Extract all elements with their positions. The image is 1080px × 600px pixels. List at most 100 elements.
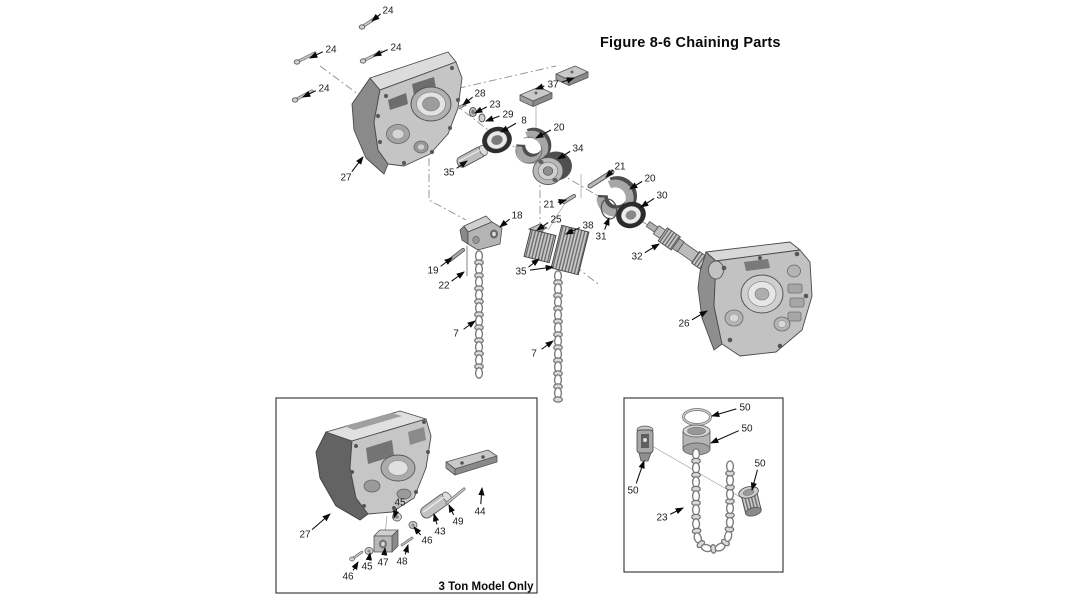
callout-arrow-34 [557, 150, 571, 160]
part-label-44: 44 [474, 506, 486, 517]
part-label-21: 21 [543, 199, 555, 210]
part-label-7: 7 [531, 348, 537, 359]
washer-46-right [408, 521, 418, 529]
callout-arrow-8 [500, 122, 517, 133]
callout-arrow-48 [402, 543, 409, 555]
callout-arrow-24 [373, 49, 388, 57]
chain-link [691, 518, 701, 530]
callout-arrow-37 [535, 83, 545, 90]
part-label-34: 34 [572, 143, 584, 154]
chain-link [725, 460, 735, 473]
callout-arrow-47 [381, 546, 388, 556]
part-label-50: 50 [627, 485, 639, 496]
chain-link [725, 488, 735, 501]
figure-title: Figure 8-6 Chaining Parts [600, 35, 781, 51]
inset-caption: 3 Ton Model Only [439, 581, 535, 593]
part-label-47: 47 [377, 557, 389, 568]
part-label-43: 43 [434, 526, 446, 537]
chain-link [691, 504, 701, 516]
callout-arrow-26 [691, 310, 708, 321]
callout-arrow-50 [750, 469, 758, 492]
callout-arrow-7 [463, 320, 476, 330]
part-label-8: 8 [521, 115, 527, 126]
part-label-18: 18 [511, 210, 523, 221]
screw-46-left [349, 550, 364, 562]
part-label-32: 32 [631, 251, 643, 262]
part-label-46: 46 [342, 571, 354, 582]
part-label-45: 45 [361, 561, 373, 572]
part-label-25: 25 [550, 214, 562, 225]
callout-arrow-28 [462, 96, 473, 106]
chain-link [553, 396, 563, 403]
callout-arrow-25 [536, 222, 549, 231]
part-label-38: 38 [582, 220, 594, 231]
part-label-31: 31 [595, 231, 607, 242]
load-chain-7-right [553, 270, 563, 403]
part-label-19: 19 [427, 265, 439, 276]
stop-bracket-18 [459, 215, 503, 251]
shaft-pin-35 [456, 145, 488, 168]
part-label-28: 28 [474, 88, 486, 99]
chain-guide-38-right [550, 224, 590, 276]
part-label-29: 29 [502, 109, 514, 120]
callout-arrow-50 [635, 460, 645, 484]
chain-link [725, 474, 735, 487]
snap-ring-50 [682, 408, 712, 426]
inset-housing-27 [315, 410, 432, 521]
washer-29 [478, 113, 486, 123]
part-label-30: 30 [656, 190, 668, 201]
chain-link [691, 448, 701, 460]
chain-link [691, 476, 701, 488]
part-label-24: 24 [325, 44, 337, 55]
part-label-37: 37 [547, 79, 559, 90]
chain-link [725, 516, 735, 529]
collar-23 [469, 107, 477, 117]
callout-arrow-50 [710, 408, 737, 417]
part-label-50: 50 [741, 423, 753, 434]
part-label-46: 46 [421, 535, 433, 546]
chain-link [474, 367, 484, 379]
part-label-48: 48 [396, 556, 408, 567]
chain-link [691, 462, 701, 474]
callout-arrow-27 [311, 513, 331, 531]
callout-arrow-30 [640, 198, 655, 208]
callout-arrow-24 [371, 13, 381, 22]
callout-arrow-18 [499, 218, 510, 228]
callout-arrow-44 [478, 486, 485, 505]
part-label-49: 49 [452, 516, 464, 527]
anchor-plate-44 [445, 449, 498, 476]
callout-arrow-31 [603, 217, 610, 230]
retaining-ring-31 [600, 198, 618, 220]
part-label-24: 24 [318, 83, 330, 94]
callout-arrow-22 [451, 271, 465, 282]
part-label-27: 27 [340, 172, 352, 183]
callout-arrow-49 [448, 504, 455, 516]
part-label-7: 7 [453, 328, 459, 339]
callout-arrow-35 [528, 258, 540, 268]
callout-arrow-23 [670, 507, 684, 515]
callout-arrow-35 [456, 160, 468, 169]
callout-arrow-23 [474, 106, 488, 114]
callout-arrow-7 [541, 340, 554, 350]
chain-guide-38-left [523, 228, 557, 264]
part-label-50: 50 [739, 402, 751, 413]
inset-box-anchor-kit [623, 397, 784, 573]
callout-arrow-46 [351, 561, 359, 571]
callout-arrow-27 [351, 156, 364, 172]
anchor-chain-23 [691, 448, 735, 554]
callout-arrow-32 [644, 243, 660, 254]
part-label-21: 21 [614, 161, 626, 172]
part-label-35: 35 [515, 266, 527, 277]
callout-arrow-50 [710, 430, 739, 444]
part-label-27: 27 [299, 529, 311, 540]
screw-icon [293, 51, 317, 65]
callout-arrow-35 [529, 264, 555, 272]
part-label-20: 20 [644, 173, 656, 184]
load-chain-7-left [474, 250, 484, 379]
callout-arrow-20 [535, 129, 552, 139]
callout-arrow-45 [393, 508, 400, 520]
key-pin-28 [457, 102, 467, 110]
right-housing-26 [697, 241, 813, 357]
part-label-23: 23 [489, 99, 501, 110]
